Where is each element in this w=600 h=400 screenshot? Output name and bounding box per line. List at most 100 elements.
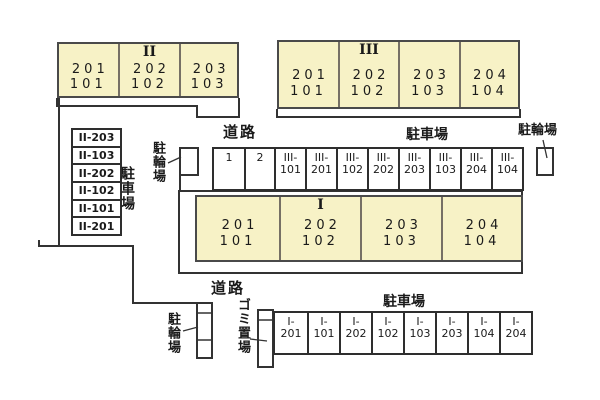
building-2-label: II [142,44,157,60]
space-iii-102: III-102 [336,149,367,189]
space-ii-102: II-102 [73,181,120,199]
space-iii-203: III-203 [398,149,429,189]
space-label: I- [287,315,295,328]
parking-lot-label-left: 駐車場 [119,166,135,211]
space-label: I- [320,315,328,328]
space-iii-103: III-103 [429,149,460,189]
space-label: III- [314,151,329,164]
space-i-102: I-102 [371,313,403,353]
space-iii-104: III-104 [491,149,522,189]
space-label: III- [345,151,360,164]
space-iii-202: III-202 [367,149,398,189]
bottom-parking-row: I-201 I-101 I-202 I-102 I-103 I-203 I-10… [273,311,533,355]
unit-lower: 102 [302,233,339,249]
space-label: 2 [256,151,264,164]
unit-lower: 104 [471,83,508,99]
space-ii-202: II-202 [73,163,120,181]
building-3-label: III [359,42,379,58]
space-label: 102 [377,327,399,341]
building-1-label: I [317,197,324,213]
bicycle-parking-box-right [536,147,554,176]
space-label: I- [512,315,520,328]
space-ii-101: II-101 [73,198,120,217]
unit-lower: 103 [383,233,420,249]
space-label: 104 [473,327,495,341]
space-1: 1 [214,149,244,189]
space-label: I- [448,315,456,328]
space-i-104: I-104 [467,313,499,353]
space-i-101: I-101 [307,313,339,353]
bicycle-parking-strip-bottom [196,302,213,359]
space-label: 102 [342,163,363,177]
space-label: III- [469,151,484,164]
building-3-walkway-outline [276,109,521,118]
bicycle-parking-box-mid [179,147,199,176]
space-iii-101: III-101 [274,149,305,189]
space-ii-103: II-103 [73,145,120,164]
unit-lower: 101 [69,77,107,92]
space-label: 103 [409,327,431,341]
garbage-box [257,309,274,368]
bicycle-parking-label-mid: 駐輪場 [150,141,165,183]
space-label: 204 [466,163,487,177]
unit-upper: 203 [192,61,230,77]
unit-lower: 101 [290,83,327,99]
space-label: 203 [404,163,425,177]
space-label: 101 [280,163,301,177]
unit-upper: 201 [221,218,259,234]
space-label: I- [416,315,424,328]
space-i-103: I-103 [403,313,435,353]
parking-lot-label-bottom: 駐車場 [383,294,425,310]
leader-line-garbage [249,338,268,342]
space-label: 104 [497,163,518,177]
space-label: I- [384,315,392,328]
space-i-203: I-203 [435,313,467,353]
boundary-line-bottom-left [38,240,197,304]
parking-lot-label-top: 駐車場 [406,127,448,143]
garbage-label: ゴミ置場 [235,298,250,354]
space-label: I- [352,315,360,328]
unit-lower: 104 [463,233,501,249]
unit-upper: 204 [473,68,510,84]
space-i-201: I-201 [275,313,307,353]
unit-lower: 101 [219,233,257,249]
unit-upper: 201 [292,68,329,84]
road-label-top: 道路 [223,123,258,141]
space-iii-204: III-204 [460,149,491,189]
space-label: 204 [505,327,527,341]
space-label: I- [480,315,488,328]
unit-lower: 102 [131,77,168,92]
leader-line-bicycle-bottom [182,326,199,332]
unit-lower: 103 [190,77,228,92]
space-label: 201 [311,163,332,177]
unit-upper: 203 [385,218,422,234]
leader-line-bicycle-right [542,139,548,159]
unit-upper: 204 [465,218,503,234]
space-label: 1 [225,151,233,164]
unit-lower: 102 [350,83,388,99]
unit-upper: 203 [413,68,450,84]
space-label: 201 [280,327,302,341]
space-label: 101 [313,327,335,341]
unit-upper: 202 [352,68,390,84]
